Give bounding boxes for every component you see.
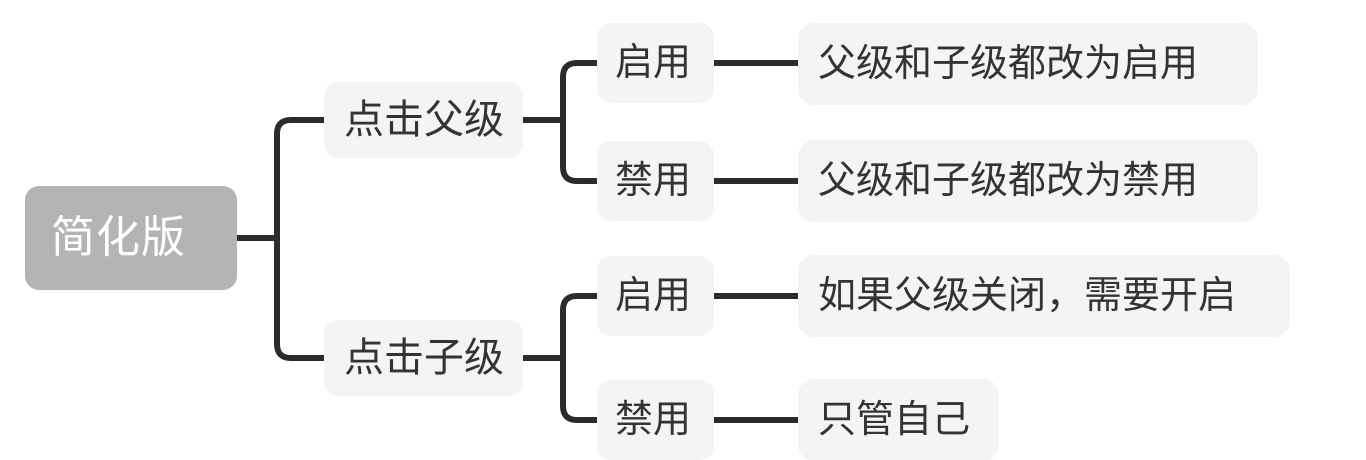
- link-branch-2-to-state-3: [560, 293, 597, 358]
- leaf-node-label: 父级和子级都改为启用: [818, 43, 1199, 85]
- root-node-label: 简化版: [51, 213, 186, 262]
- link-root-to-branch-1: [274, 117, 324, 238]
- leaf-node-parent-enable-result[interactable]: 父级和子级都改为启用: [798, 23, 1258, 105]
- state-node-child-enable[interactable]: 启用: [597, 256, 714, 336]
- state-node-parent-disable[interactable]: 禁用: [597, 141, 714, 221]
- state-node-label: 禁用: [615, 399, 692, 441]
- branch-node-label: 点击父级: [344, 98, 504, 142]
- leaf-node-child-disable-result[interactable]: 只管自己: [798, 379, 999, 460]
- link-root-to-branch-2: [274, 238, 324, 361]
- leaf-node-parent-disable-result[interactable]: 父级和子级都改为禁用: [798, 140, 1258, 222]
- branch-node-click-child[interactable]: 点击子级: [324, 320, 523, 396]
- leaf-node-label: 只管自己: [818, 399, 971, 441]
- state-node-child-disable[interactable]: 禁用: [597, 380, 714, 460]
- state-node-parent-enable[interactable]: 启用: [597, 23, 714, 103]
- link-branch-2-to-state-4: [560, 358, 597, 423]
- branch-node-click-parent[interactable]: 点击父级: [324, 82, 523, 158]
- state-node-label: 启用: [615, 42, 692, 84]
- link-branch-1-to-state-1: [560, 60, 597, 120]
- link-branch-1-to-state-2: [560, 120, 597, 184]
- leaf-node-label: 如果父级关闭，需要开启: [818, 275, 1237, 317]
- root-node[interactable]: 简化版: [25, 186, 237, 290]
- state-node-label: 启用: [615, 275, 692, 317]
- branch-node-label: 点击子级: [344, 336, 504, 380]
- state-node-label: 禁用: [615, 160, 692, 202]
- leaf-node-label: 父级和子级都改为禁用: [818, 160, 1199, 202]
- leaf-node-child-enable-result[interactable]: 如果父级关闭，需要开启: [798, 255, 1290, 337]
